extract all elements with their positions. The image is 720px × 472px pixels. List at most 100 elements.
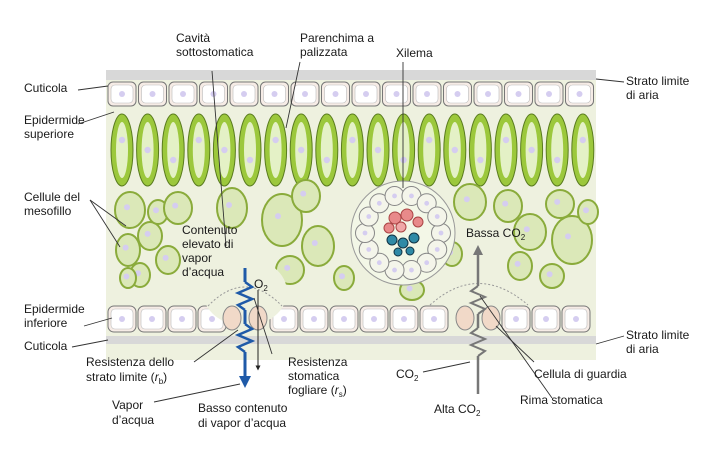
palisade-cell-vacuole [423,122,436,178]
co2-pathway [468,245,488,394]
guard-cell-right-b [481,305,501,331]
palisade-cell-vacuole [551,122,564,178]
nucleus [546,271,553,278]
nucleus [502,136,510,144]
co2-stomatal-resistance-zigzag [468,285,488,315]
nucleus [477,156,484,164]
nucleus [311,240,318,246]
nucleus [431,316,437,322]
mesophyll-cell [137,221,163,251]
labels: Cuticola Epidermide superiore Cellule de… [24,31,693,430]
nucleus [124,204,130,211]
nucleus [543,316,549,322]
nucleus [366,214,372,219]
palisade-cell-vacuole [397,122,410,178]
label-parenchima-palizzata: Parenchima a palizzata [300,31,377,59]
label-bassa-co2: Bassa CO2 [466,226,526,242]
vascular-bundle [350,180,456,286]
bundle-sheath-cells [355,185,451,281]
nucleus [119,91,125,97]
label-strato-limite-top: Strato limite di aria [626,74,693,102]
mesophyll-cell [513,213,547,251]
label-rima-stomatica: Rima stomatica [520,393,603,407]
nucleus [371,316,377,322]
nucleus [463,196,470,203]
nucleus [246,156,254,164]
nucleus [374,146,382,154]
nucleus [438,230,444,236]
label-co2: CO2 [396,367,419,383]
label-xilema: Xilema [396,46,433,60]
nucleus [376,260,382,266]
nucleus [144,146,151,154]
nucleus [485,91,491,97]
cuticle-bottom [106,336,596,344]
mesophyll-cell [545,189,575,219]
nucleus [554,156,561,164]
nucleus [149,91,156,97]
label-strato-limite-bottom: Strato limite di aria [626,328,693,356]
nucleus [272,136,279,144]
nucleus [392,267,397,273]
nucleus [424,260,430,266]
nucleus [434,247,440,252]
nucleus [363,91,369,97]
palisade-cell-vacuole [167,122,180,178]
boundary-layer-resistance-zigzag [234,322,256,354]
mesophyll-cell [507,251,533,281]
label-cuticola-bottom: Cuticola [24,339,68,353]
upper-epidermis [107,81,594,107]
palisade-cell-vacuole [346,122,359,178]
water-vapor-pathway [234,268,261,388]
mesophyll-cell [155,245,181,275]
xylem-cells [383,208,424,234]
palisade-cell-vacuole [320,122,333,178]
co2-boundary-resistance-zigzag [468,327,488,357]
nucleus [323,156,330,164]
nucleus [172,202,179,209]
spongy-mesophyll [114,179,599,301]
nucleus [554,198,561,205]
nucleus [583,207,589,214]
label-resistenza-strato-limite: Resistenza dello strato limite (rb) [86,355,177,386]
nucleus [311,316,317,322]
nucleus [300,190,307,197]
nucleus [434,214,440,219]
nucleus [546,91,552,97]
nucleus [118,136,126,144]
nucleus [409,193,414,199]
nucleus [162,254,169,261]
leader-lines [71,61,625,403]
mesophyll-cell [115,233,141,267]
nucleus [426,136,433,144]
cuticle-top [106,70,596,80]
nucleus [281,316,287,322]
mesophyll-cell [114,191,146,229]
nucleus [123,273,130,280]
nucleus [376,200,382,206]
nucleus [393,91,400,97]
substomatal-cavity [203,258,287,326]
stomatal-resistance-zigzag [234,280,256,312]
palisade-cell-vacuole [474,122,487,178]
palisade-cell-vacuole [116,122,128,178]
nucleus [195,136,202,144]
nucleus [339,273,345,280]
mesophyll-cell [493,189,523,223]
nucleus [576,91,583,97]
label-o2: O2 [254,277,268,293]
nucleus [424,200,430,206]
nucleus [401,316,407,322]
nucleus [515,91,522,97]
nucleus [149,316,155,322]
nucleus [366,247,372,252]
nucleus [275,213,281,220]
right-stomatal-cavity-dotted [429,283,529,306]
nucleus [573,316,579,322]
phloem-cells [386,232,420,257]
nucleus [424,91,430,97]
nucleus [454,91,461,97]
nucleus [332,91,339,97]
